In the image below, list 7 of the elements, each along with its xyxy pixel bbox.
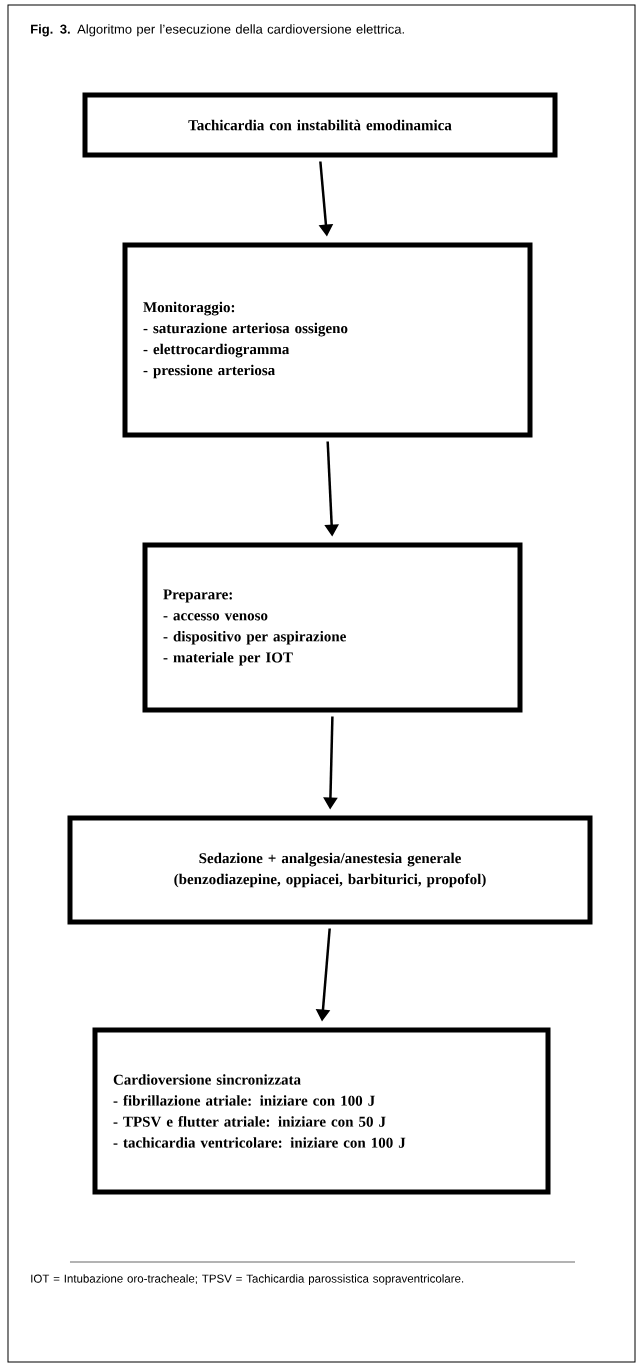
process-box: Preparare: - accesso venoso - dispositivo per aspirazione - materiale per IOT — [142, 542, 523, 713]
footnote: IOT = Intubazione oro-tracheale; TPSV = Tachicardia parossistica sopraventricolare. — [31, 1274, 464, 1285]
figure-title: Fig. 3. Algoritmo per l’esecuzione della cardioversione elettrica. — [31, 24, 404, 37]
process-box: Sedazione + analgesia/anestesia generale (benzodiazepine, oppiacei, barbiturici, propofol) — [67, 815, 593, 925]
process-box: Cardioversione sincronizzata - fibrillazione atriale: iniziare con 100 J - TPSV e flutter atriale: iniziare con 50 J - tachicardia ventricolare: iniziare con 100 J — [92, 1027, 551, 1195]
process-box: Monitoraggio: - saturazione arteriosa ossigeno - elettrocardiogramma - pressione arteriosa — [122, 242, 533, 438]
process-box: Tachicardia con instabilità emodinamica — [82, 92, 558, 158]
